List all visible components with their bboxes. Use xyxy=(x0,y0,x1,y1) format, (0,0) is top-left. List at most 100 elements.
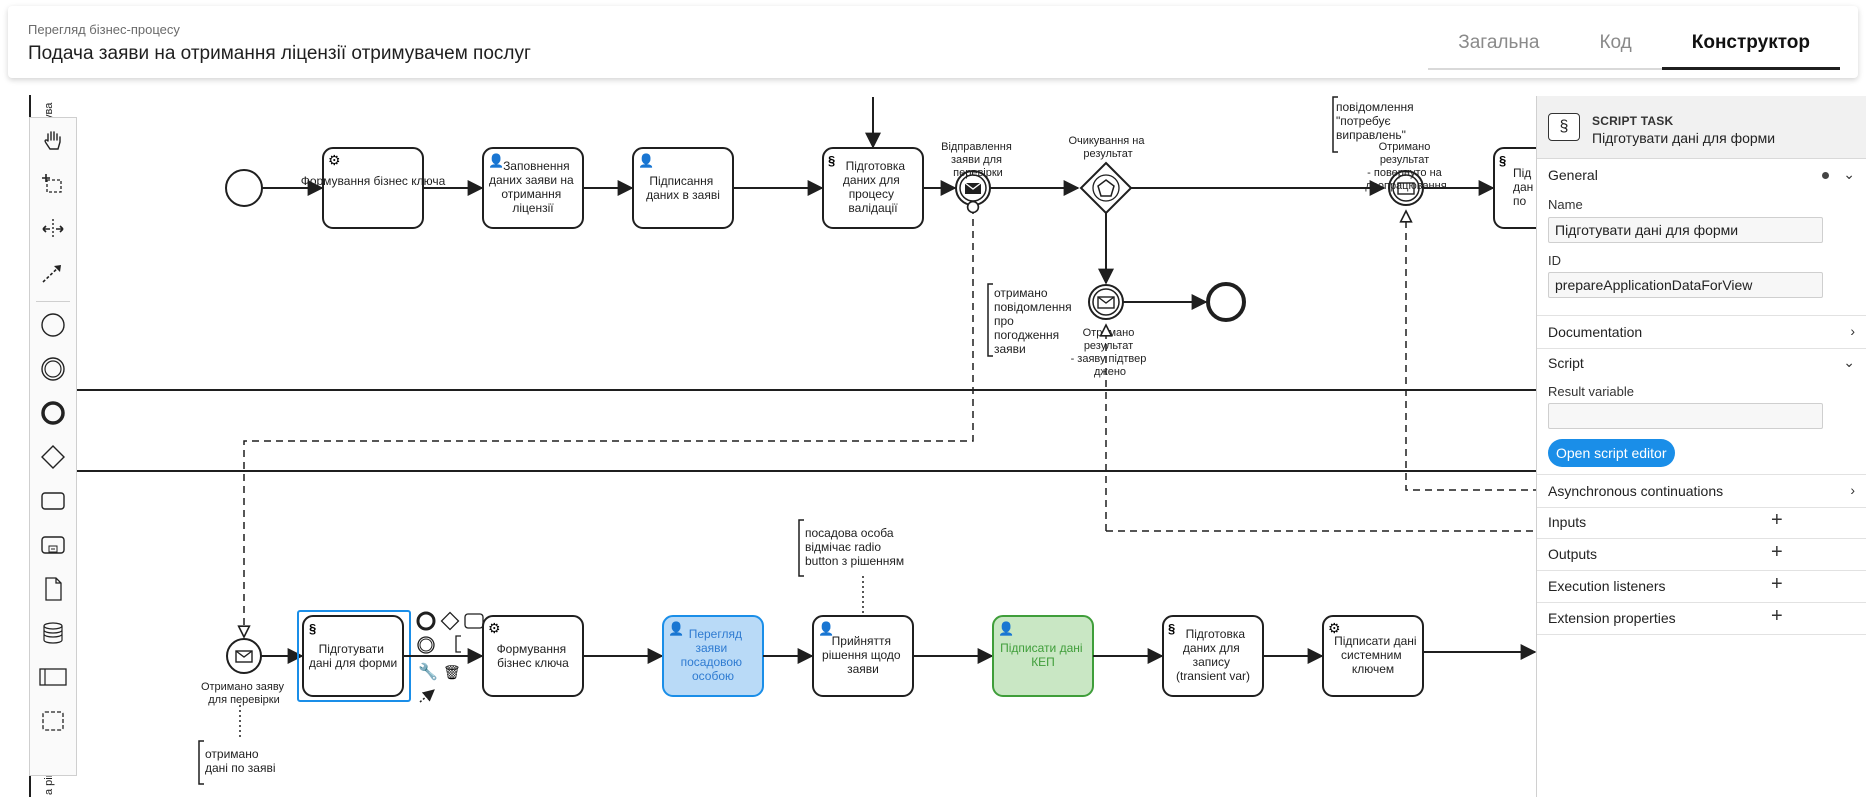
script-task-icon: § xyxy=(1548,113,1580,141)
group-general[interactable]: General ⌄ xyxy=(1537,159,1866,191)
subprocess-icon[interactable] xyxy=(38,530,68,560)
lasso-tool-icon[interactable] xyxy=(38,170,68,200)
task-label-line: валідації xyxy=(848,201,898,215)
message-flow[interactable] xyxy=(244,207,973,637)
tab-code[interactable]: Код xyxy=(1599,32,1632,53)
message-start-event-received[interactable] xyxy=(226,638,262,674)
message-flow[interactable] xyxy=(1406,211,1540,491)
append-end-event-icon[interactable] xyxy=(416,611,436,631)
data-object-icon[interactable] xyxy=(38,574,68,604)
pool-icon[interactable] xyxy=(38,662,68,692)
service-task-sign-system-key[interactable]: ⚙ Підписати дані системним ключем xyxy=(1322,615,1424,697)
intermediate-event-icon[interactable] xyxy=(38,354,68,384)
trash-icon[interactable]: 🗑 xyxy=(443,664,461,680)
svg-text:Перегляд заяви пос: Перегляд заяви посадовою особою xyxy=(681,627,746,683)
task-label-line: отримання xyxy=(501,187,561,201)
task-label-line: ліцензії xyxy=(512,201,554,215)
add-output-icon[interactable]: + xyxy=(1771,541,1783,563)
script-icon: § xyxy=(309,621,316,636)
svg-text:Підписання даних в заяві: Підписання даних в заяві xyxy=(646,174,720,202)
svg-text:Відправлення заяви для: Відправлення заяви для перевірки xyxy=(941,141,1015,179)
group-execution-listeners[interactable]: Execution listeners + xyxy=(1537,570,1866,603)
message-catch-event-returned[interactable] xyxy=(1388,170,1424,206)
service-task-business-key-2[interactable]: ⚙ Формування бізнес ключа xyxy=(482,615,584,697)
start-event[interactable] xyxy=(225,169,263,207)
user-task-sign-kep[interactable]: 👤 Підписати дані КЕП xyxy=(992,615,1094,697)
task-icon[interactable] xyxy=(38,486,68,516)
task-label-line: дані для форми xyxy=(309,656,397,670)
gateway-icon[interactable] xyxy=(38,442,68,472)
append-task-icon[interactable] xyxy=(464,613,484,629)
data-store-icon[interactable] xyxy=(38,618,68,648)
append-gateway-icon[interactable] xyxy=(440,611,460,631)
task-label-line: Прийняття xyxy=(832,634,891,648)
user-task-view-application[interactable]: 👤 Перегляд заяви посадовою особою xyxy=(662,615,764,697)
message-throw-event-send[interactable] xyxy=(955,170,991,206)
group-extension-properties[interactable]: Extension properties + xyxy=(1537,602,1866,635)
script-task-prepare-transient[interactable]: § Підготовка даних для запису (transient… xyxy=(1162,615,1264,697)
svg-text:Формування бізнес ключа: Формування бізнес ключа xyxy=(497,642,570,670)
task-label-line: даних в заяві xyxy=(646,188,720,202)
group-script-label: Script xyxy=(1548,355,1584,371)
connect-tool-icon[interactable] xyxy=(38,258,68,288)
hand-tool-icon[interactable] xyxy=(38,126,68,156)
task-label-line: Підписання xyxy=(649,174,713,188)
end-event[interactable] xyxy=(1206,282,1246,322)
svg-text:Отримано результат - п: Отримано результат - повернуто на доопра… xyxy=(1365,141,1446,192)
chevron-down-icon[interactable]: ⌄ xyxy=(1843,354,1855,370)
annotation-received: отримано дані по заяві xyxy=(205,747,276,775)
chevron-down-icon[interactable]: ⌄ xyxy=(1843,166,1855,182)
event-based-gateway[interactable] xyxy=(1079,161,1133,215)
script-task-prepare-form[interactable]: § Підготувати дані для форми xyxy=(297,610,411,702)
wrench-icon[interactable]: 🔧 xyxy=(418,662,438,681)
connect-icon[interactable] xyxy=(419,689,435,703)
gear-icon: ⚙ xyxy=(488,620,501,636)
group-script[interactable]: Script ⌄ xyxy=(1537,347,1866,379)
group-inputs-label: Inputs xyxy=(1548,514,1587,530)
task-label-line: Підготовка xyxy=(846,159,906,173)
group-inputs[interactable]: Inputs + xyxy=(1537,506,1866,539)
svg-text:Підписати дані КЕП: Підписати дані КЕП xyxy=(1000,641,1086,669)
tab-general[interactable]: Загальна xyxy=(1458,32,1540,53)
group-documentation[interactable]: Documentation › xyxy=(1537,315,1866,349)
task-label-line: запису xyxy=(1193,655,1230,669)
end-event-icon[interactable] xyxy=(38,398,68,428)
event-label-line: результат xyxy=(1380,154,1429,166)
context-pad[interactable]: 🔧 🗑 xyxy=(416,611,484,703)
start-event-icon[interactable] xyxy=(38,310,68,340)
task-label-line: Підготовка xyxy=(1186,627,1246,641)
breadcrumb[interactable]: Перегляд бізнес-процесу xyxy=(28,22,180,37)
group-icon[interactable] xyxy=(38,706,68,736)
tool-palette xyxy=(29,117,77,776)
page-header: Перегляд бізнес-процесу Подача заяви на … xyxy=(8,6,1858,78)
name-field[interactable]: Підготувати дані для форми xyxy=(1548,217,1823,243)
add-input-icon[interactable]: + xyxy=(1771,509,1783,531)
result-variable-field[interactable] xyxy=(1548,403,1823,429)
user-task-fill-application[interactable]: 👤 Заповнення даних заяви на отримання лі… xyxy=(482,147,584,229)
user-task-decision[interactable]: 👤 Прийняття рішення щодо заяви xyxy=(812,615,914,697)
tab-constructor[interactable]: Конструктор xyxy=(1661,32,1841,70)
group-outputs[interactable]: Outputs + xyxy=(1537,538,1866,571)
space-tool-icon[interactable] xyxy=(38,214,68,244)
task-label-line: Перегляд xyxy=(689,627,742,641)
group-async[interactable]: Asynchronous continuations › xyxy=(1537,474,1866,508)
id-field[interactable]: prepareApplicationDataForView xyxy=(1548,272,1823,298)
task-label-line: Підписати дані xyxy=(1000,641,1082,655)
open-script-editor-button[interactable]: Open script editor xyxy=(1548,439,1675,467)
chevron-right-icon[interactable]: › xyxy=(1850,323,1855,339)
task-label-line: системним xyxy=(1341,648,1402,662)
chevron-right-icon[interactable]: › xyxy=(1850,482,1855,498)
message-catch-event-approved[interactable] xyxy=(1088,284,1124,320)
svg-text:Підготовка даних для: Підготовка даних для запису (transient v… xyxy=(1176,627,1250,683)
element-name: Підготувати дані для форми xyxy=(1592,130,1776,146)
text-annotation-icon[interactable] xyxy=(455,635,461,653)
add-extension-icon[interactable]: + xyxy=(1771,605,1783,627)
user-icon: 👤 xyxy=(638,153,654,168)
add-listener-icon[interactable]: + xyxy=(1771,573,1783,595)
user-task-sign-data[interactable]: 👤 Підписання даних в заяві xyxy=(632,147,734,229)
user-icon: 👤 xyxy=(668,621,684,636)
user-icon: 👤 xyxy=(998,621,1014,636)
script-task-prepare-validation[interactable]: § Підготовка даних для процесу валідації xyxy=(822,147,924,229)
svg-text:Підписати дані системним: Підписати дані системним ключем xyxy=(1334,634,1420,676)
